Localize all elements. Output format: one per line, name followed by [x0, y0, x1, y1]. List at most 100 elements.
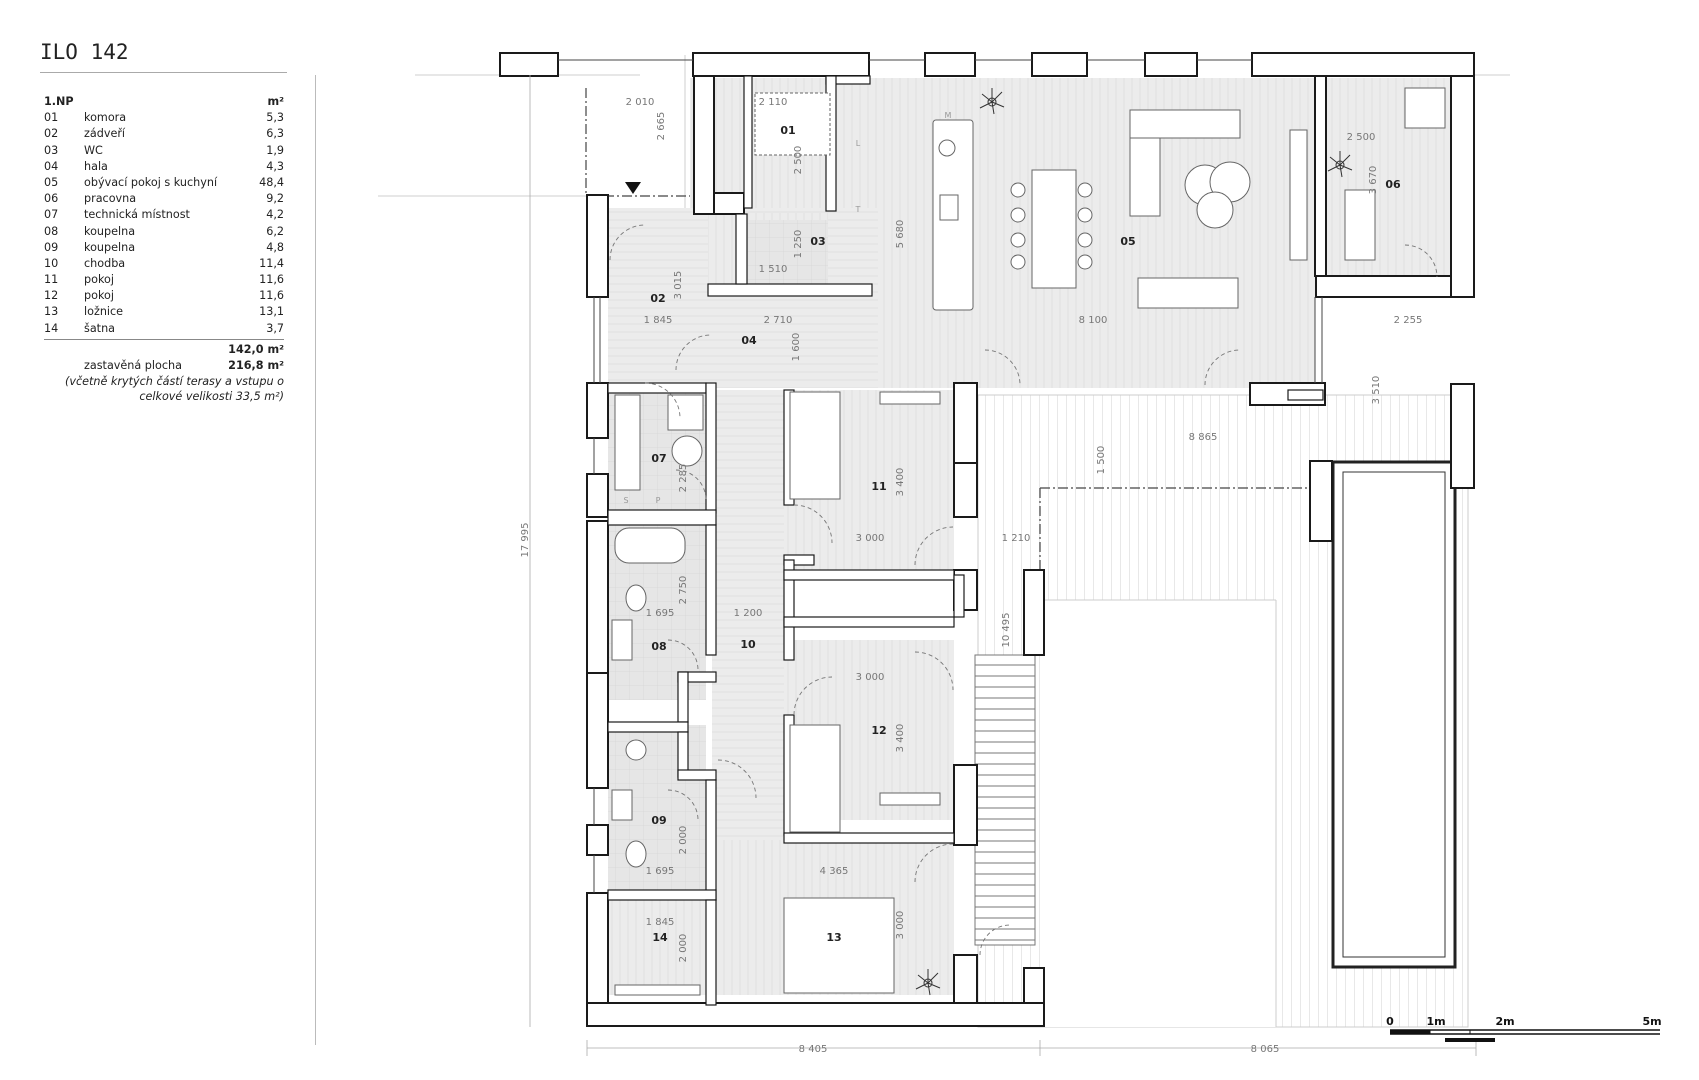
dimension-text: 2 710 — [764, 315, 793, 326]
dimension-text: 2 010 — [626, 97, 655, 108]
floor-label: 1.NP — [44, 95, 74, 108]
room-label: 06 — [1385, 178, 1401, 191]
room-name: ložnice — [84, 305, 124, 319]
floors — [608, 78, 1450, 995]
dimension-text: 17 995 — [520, 523, 531, 558]
dimension-text: 1 695 — [646, 608, 675, 619]
dimension-text: 2 000 — [678, 826, 689, 855]
room-label: 13 — [826, 931, 841, 944]
furniture — [611, 87, 1446, 996]
room-name: obývací pokoj s kuchyní — [84, 175, 218, 189]
kitchen-mark: T — [855, 205, 861, 214]
room-area: 13,1 — [259, 305, 284, 319]
kitchen-mark: L — [856, 139, 861, 148]
dimension-text: 3 510 — [1371, 376, 1382, 405]
schedule-separator — [44, 338, 284, 340]
scale-label: 0 — [1386, 1015, 1394, 1028]
room-name: WC — [84, 143, 103, 157]
dimension-text: 8 100 — [1079, 315, 1108, 326]
dimension-text: 5 680 — [895, 220, 906, 249]
dimension-text: 3 400 — [895, 724, 906, 753]
dimension-text: 8 065 — [1251, 1044, 1280, 1055]
scale-label: 1m — [1426, 1015, 1445, 1028]
room-name: hala — [84, 159, 108, 173]
room-label: 07 — [651, 452, 666, 465]
room-name: šatna — [84, 321, 116, 335]
built-area-note: (včetně krytých částí terasy a vstupu o … — [65, 374, 284, 403]
dimension-text: 8 405 — [799, 1044, 828, 1055]
room-number: 13 — [44, 305, 59, 319]
schedule-row: 12 pokoj 11,6 — [44, 288, 284, 304]
room-name: pracovna — [84, 192, 137, 206]
dimension-text: 3 015 — [673, 271, 684, 300]
room-number: 10 — [44, 256, 59, 270]
dimension-text: 1 695 — [646, 866, 675, 877]
room-name: komora — [84, 111, 127, 125]
room-name: pokoj — [84, 273, 114, 287]
dimension-text: 3 670 — [1368, 166, 1379, 195]
room-number: 04 — [44, 159, 59, 173]
walls — [499, 52, 1475, 1027]
total-area: 142,0 m² — [228, 342, 284, 356]
windows — [558, 59, 1323, 893]
room-number: 11 — [44, 273, 59, 287]
dimension-text: 1 845 — [644, 315, 673, 326]
room-area: 11,6 — [259, 289, 284, 303]
room-label: 10 — [740, 638, 756, 651]
room-area: 1,9 — [266, 143, 284, 157]
plant-icons — [915, 88, 1353, 996]
entrance-marker-icon — [625, 182, 641, 194]
drawing-title: ILO 142 — [40, 40, 129, 64]
utility-mark: S — [623, 496, 628, 505]
room-label: 03 — [810, 235, 825, 248]
dimension-text: 3 400 — [895, 468, 906, 497]
dimension-text: 8 865 — [1189, 432, 1218, 443]
kitchen-mark: M — [945, 111, 952, 120]
room-name: technická místnost — [84, 208, 190, 222]
stairs — [974, 654, 1036, 946]
room-area: 9,2 — [266, 192, 284, 206]
dimension-text: 2 500 — [1347, 132, 1376, 143]
room-number: 02 — [44, 127, 59, 141]
schedule-row: 13 ložnice 13,1 — [44, 304, 284, 320]
room-area: 11,6 — [259, 273, 284, 287]
room-area: 3,7 — [266, 321, 284, 335]
dimension-text: 2 500 — [793, 146, 804, 175]
dimension-text: 10 495 — [1001, 613, 1012, 648]
room-label: 08 — [651, 640, 666, 653]
dimension-text: 3 000 — [856, 672, 885, 683]
dimension-text: 1 200 — [734, 608, 763, 619]
dimension-text: 1 600 — [791, 333, 802, 362]
room-name: pokoj — [84, 289, 114, 303]
pool — [1331, 460, 1457, 969]
room-area: 6,2 — [266, 224, 284, 238]
dimension-text: 1 500 — [1096, 446, 1107, 475]
room-label: 14 — [652, 931, 668, 944]
room-number: 03 — [44, 143, 59, 157]
dimension-text: 3 000 — [895, 911, 906, 940]
room-area: 4,8 — [266, 240, 284, 254]
room-number: 12 — [44, 289, 59, 303]
room-label: 01 — [780, 124, 795, 137]
dimension-text: 1 250 — [793, 230, 804, 259]
schedule-header: 1.NP m² — [44, 94, 284, 110]
dimension-text: 4 365 — [820, 866, 849, 877]
utility-mark: P — [656, 496, 661, 505]
room-label: 12 — [871, 724, 886, 737]
dimension-text: 2 665 — [656, 112, 667, 141]
fixture-marks: M L T S P — [623, 111, 951, 505]
title-rule — [40, 72, 287, 73]
dimension-lines — [529, 75, 1477, 1056]
dimension-text: 2 000 — [678, 934, 689, 963]
schedule-row: 03 WC 1,9 — [44, 143, 284, 159]
